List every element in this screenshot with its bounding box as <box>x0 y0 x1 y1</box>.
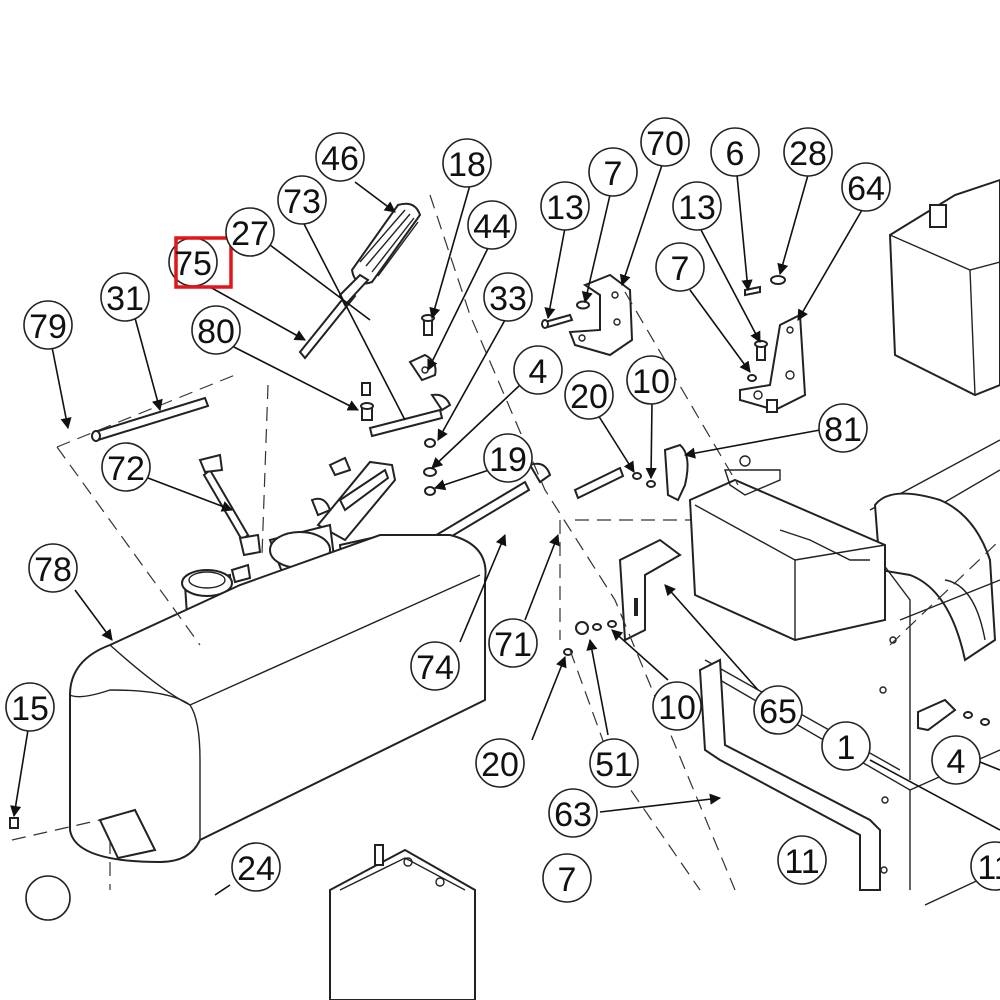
callout-10-lower[interactable]: 10 <box>652 681 702 731</box>
reservoir-box <box>888 178 1000 397</box>
svg-text:27: 27 <box>231 215 269 253</box>
leader-lines <box>10 164 1000 896</box>
svg-text:7: 7 <box>558 861 577 899</box>
callout-13[interactable]: 13 <box>540 181 590 231</box>
svg-text:70: 70 <box>646 125 684 163</box>
rods <box>91 288 625 557</box>
svg-text:46: 46 <box>321 140 359 178</box>
callout-81[interactable]: 81 <box>818 403 868 453</box>
callout-78[interactable]: 78 <box>28 543 78 593</box>
svg-text:74: 74 <box>416 649 454 687</box>
callout-46[interactable]: 46 <box>315 132 365 182</box>
hydraulic-tank <box>69 534 487 864</box>
svg-text:64: 64 <box>847 170 885 208</box>
callout-72[interactable]: 72 <box>101 442 151 492</box>
callout-75[interactable]: 75 <box>168 236 233 289</box>
callout-71[interactable]: 71 <box>488 618 538 668</box>
svg-text:11: 11 <box>977 849 1000 887</box>
svg-text:63: 63 <box>554 796 592 834</box>
callout-7-right[interactable]: 7 <box>655 242 705 292</box>
callout-73[interactable]: 73 <box>277 175 327 225</box>
callouts: 75 27 73 46 18 44 33 13 <box>5 117 1000 921</box>
callout-13-right[interactable]: 13 <box>672 181 722 231</box>
svg-text:4: 4 <box>947 743 966 781</box>
callout-79[interactable]: 79 <box>23 300 73 350</box>
callout-6[interactable]: 6 <box>710 127 760 177</box>
svg-text:13: 13 <box>546 189 584 227</box>
mount-bracket-64 <box>739 313 807 413</box>
callout-20[interactable]: 20 <box>564 370 614 420</box>
angle-bracket <box>618 538 682 642</box>
callout-75-highlight <box>174 236 233 289</box>
svg-text:44: 44 <box>473 208 511 246</box>
callout-31[interactable]: 31 <box>100 272 150 322</box>
callout-74[interactable]: 74 <box>410 641 460 691</box>
callout-24[interactable]: 24 <box>231 842 281 892</box>
svg-text:33: 33 <box>489 280 527 318</box>
svg-text:80: 80 <box>197 313 235 351</box>
callout-20-lower[interactable]: 20 <box>475 738 525 788</box>
svg-text:10: 10 <box>632 363 670 401</box>
svg-text:19: 19 <box>489 441 527 479</box>
parts-drawing <box>9 178 1000 1000</box>
callout-partial-left <box>25 875 71 921</box>
svg-text:20: 20 <box>570 378 608 416</box>
callout-18[interactable]: 18 <box>442 138 492 188</box>
callout-28[interactable]: 28 <box>783 127 833 177</box>
callout-63[interactable]: 63 <box>548 788 598 838</box>
callout-19[interactable]: 19 <box>483 433 533 483</box>
callout-27[interactable]: 27 <box>225 207 275 257</box>
callout-64[interactable]: 64 <box>841 162 891 212</box>
svg-text:6: 6 <box>726 135 745 173</box>
svg-text:7: 7 <box>604 155 623 193</box>
svg-text:75: 75 <box>174 245 212 283</box>
svg-text:18: 18 <box>448 146 486 184</box>
svg-text:81: 81 <box>824 411 862 449</box>
callout-11[interactable]: 11 <box>777 835 827 885</box>
callout-70[interactable]: 70 <box>640 117 690 167</box>
callout-80[interactable]: 80 <box>191 305 241 355</box>
svg-text:10: 10 <box>658 689 696 727</box>
callout-4-right[interactable]: 4 <box>931 735 981 785</box>
svg-text:11: 11 <box>784 843 819 881</box>
callout-7[interactable]: 7 <box>588 147 638 197</box>
svg-text:15: 15 <box>11 690 49 728</box>
svg-text:78: 78 <box>34 551 72 589</box>
svg-text:73: 73 <box>283 183 321 221</box>
svg-text:31: 31 <box>106 280 144 318</box>
svg-text:4: 4 <box>529 353 548 391</box>
svg-text:51: 51 <box>595 746 633 784</box>
callout-10[interactable]: 10 <box>626 355 676 405</box>
callout-44[interactable]: 44 <box>467 200 517 250</box>
svg-text:20: 20 <box>481 746 519 784</box>
svg-text:7: 7 <box>671 250 690 288</box>
svg-text:24: 24 <box>237 850 275 888</box>
callout-11-edge[interactable]: 11 <box>970 841 1000 891</box>
handle-grip <box>338 202 422 307</box>
svg-text:1: 1 <box>837 729 856 767</box>
callout-4[interactable]: 4 <box>513 345 563 395</box>
svg-text:72: 72 <box>107 450 145 488</box>
callout-33[interactable]: 33 <box>483 272 533 322</box>
svg-text:65: 65 <box>759 693 797 731</box>
svg-text:71: 71 <box>494 626 532 664</box>
callout-7-lower[interactable]: 7 <box>542 853 592 903</box>
battery-box <box>688 455 886 642</box>
svg-text:13: 13 <box>678 189 716 227</box>
svg-text:28: 28 <box>789 135 827 173</box>
callout-65[interactable]: 65 <box>753 685 803 735</box>
svg-text:79: 79 <box>29 308 67 346</box>
callout-15[interactable]: 15 <box>5 682 55 732</box>
callout-1[interactable]: 1 <box>821 721 871 771</box>
callout-51[interactable]: 51 <box>589 738 639 788</box>
mount-bracket-70 <box>568 273 634 357</box>
